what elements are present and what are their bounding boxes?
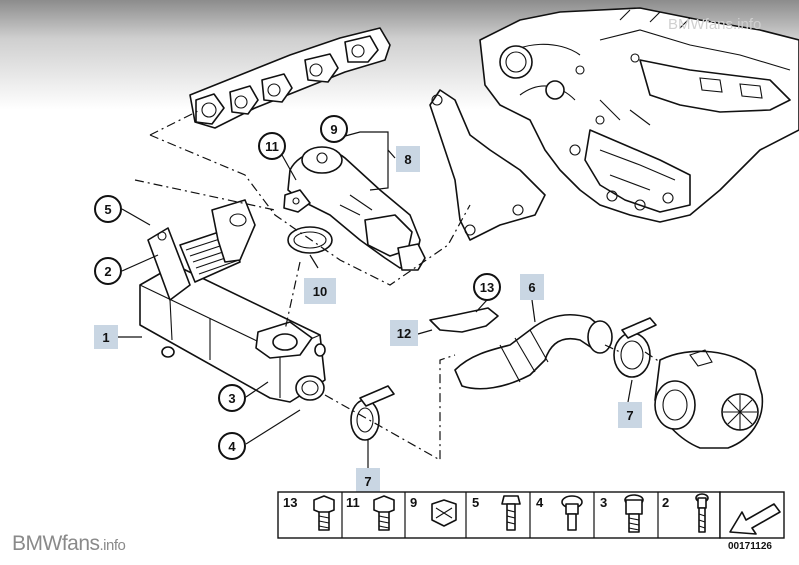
svg-text:5: 5	[104, 202, 111, 217]
svg-text:11: 11	[265, 139, 279, 154]
svg-text:2: 2	[662, 495, 669, 510]
svg-text:4: 4	[536, 495, 544, 510]
svg-text:12: 12	[397, 326, 411, 341]
callout-7-left[interactable]: 7	[356, 468, 380, 494]
throttle-housing-drawing	[654, 349, 764, 449]
callout-2[interactable]: 2	[94, 257, 122, 285]
hardware-cell-4[interactable]: 4	[536, 495, 583, 531]
hose-clamp-left-drawing	[350, 385, 395, 441]
connecting-pipe-drawing	[454, 314, 613, 390]
exhaust-manifold-drawing	[189, 27, 391, 129]
svg-text:7: 7	[626, 408, 633, 423]
hardware-cell-13[interactable]: 13	[283, 495, 335, 531]
callout-5[interactable]: 5	[94, 195, 122, 223]
bracket-hole	[431, 94, 443, 106]
callout-4[interactable]: 4	[218, 432, 246, 460]
watermark: BMWfans.info	[668, 16, 762, 33]
reference-lines	[134, 109, 661, 462]
hardware-cell-5[interactable]: 5	[472, 495, 521, 531]
svg-text:13: 13	[283, 495, 297, 510]
diagram-code: 00171126	[728, 541, 772, 552]
svg-text:4: 4	[228, 439, 236, 454]
flex-pipe-drawing	[147, 199, 256, 301]
svg-text:3: 3	[228, 391, 235, 406]
hardware-cell-9[interactable]: 9	[410, 495, 457, 527]
callout-7-right[interactable]: 7	[618, 402, 642, 428]
callout-13[interactable]: 13	[473, 273, 501, 301]
leader-lines	[118, 131, 633, 468]
engine-block-drawing	[479, 7, 799, 223]
callout-3[interactable]: 3	[218, 384, 246, 412]
hose-clamp-right-drawing	[613, 317, 657, 378]
bracket-hole	[512, 204, 524, 216]
brand-logo-main: BMWfans	[12, 532, 100, 555]
callout-9[interactable]: 9	[320, 115, 348, 143]
svg-text:9: 9	[410, 495, 417, 510]
support-bracket-drawing	[429, 89, 546, 241]
svg-text:5: 5	[472, 495, 479, 510]
callout-12[interactable]: 12	[390, 320, 418, 346]
callout-6[interactable]: 6	[520, 274, 544, 300]
svg-text:10: 10	[313, 284, 327, 299]
gasket-10-drawing	[287, 226, 333, 254]
svg-text:2: 2	[104, 264, 111, 279]
svg-text:7: 7	[364, 474, 371, 489]
brand-logo[interactable]: BMWfans.info	[12, 532, 126, 556]
callout-10[interactable]: 10	[304, 278, 336, 304]
bracket-hole	[464, 224, 476, 236]
gasket-10-inner	[293, 231, 327, 249]
callout-1[interactable]: 1	[94, 325, 118, 349]
egr-valve-drawing	[283, 146, 426, 271]
orientation-arrow-icon	[729, 503, 781, 535]
svg-text:6: 6	[528, 280, 535, 295]
svg-text:11: 11	[346, 495, 360, 510]
callout-8[interactable]: 8	[396, 146, 420, 172]
hardware-strip	[277, 491, 785, 539]
svg-text:1: 1	[102, 330, 109, 345]
brand-logo-suffix: .info	[99, 537, 126, 554]
bracket-12-drawing	[429, 307, 499, 333]
svg-text:8: 8	[404, 152, 411, 167]
callout-11[interactable]: 11	[258, 132, 286, 160]
svg-text:3: 3	[600, 495, 607, 510]
hardware-cell-3[interactable]: 3	[600, 494, 644, 533]
svg-text:9: 9	[330, 122, 337, 137]
svg-text:13: 13	[480, 280, 494, 295]
hardware-cell-11[interactable]: 11	[346, 495, 395, 531]
hardware-cell-2[interactable]: 2	[662, 493, 709, 533]
